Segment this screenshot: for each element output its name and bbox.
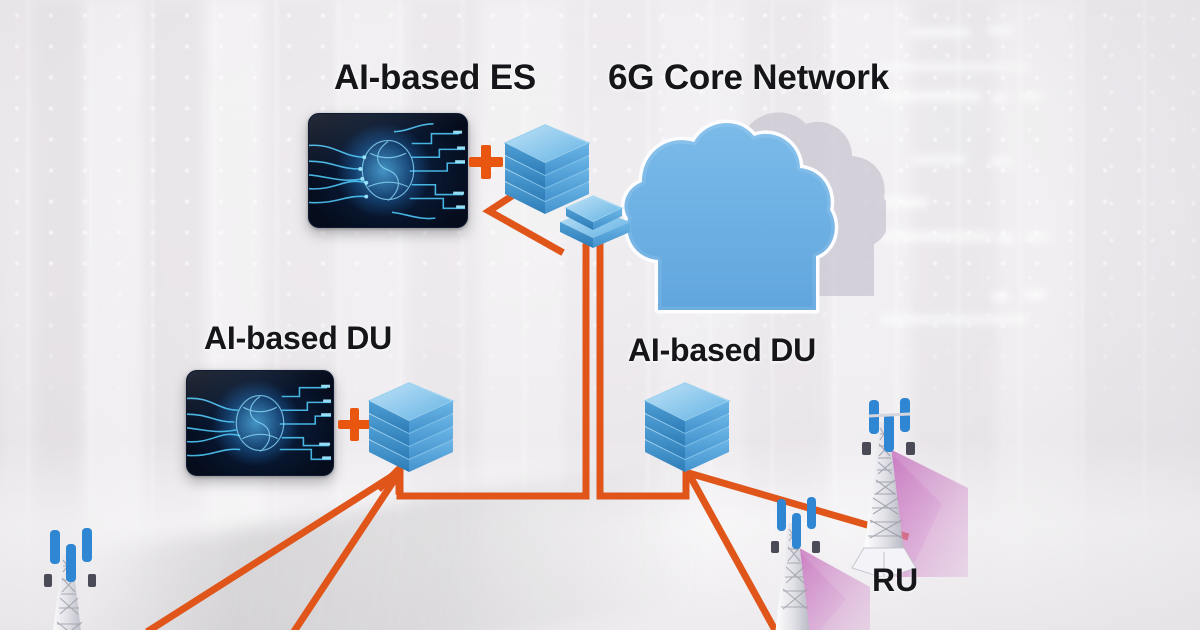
link-du-right-to-ru-mid xyxy=(685,471,779,630)
label-ai-based-du-right: AI-based DU xyxy=(628,332,817,368)
label-6g-core-network: 6G Core Network xyxy=(608,58,889,97)
plus-icon-es xyxy=(469,145,503,179)
cell-tower-ru-main xyxy=(851,398,968,577)
label-ai-based-es: AI-based ES xyxy=(334,58,537,97)
ai-chip-card-es xyxy=(308,113,468,228)
background-light-bars xyxy=(880,20,1080,323)
label-ai-based-du-left: AI-based DU xyxy=(204,320,393,356)
neural-circuit-traces xyxy=(187,384,332,461)
link-es-to-edge xyxy=(482,191,565,256)
cell-tower-ru-mid xyxy=(771,497,870,630)
antenna-array xyxy=(771,497,820,553)
server-node-edge xyxy=(560,195,630,248)
cell-tower-ru-left xyxy=(44,528,96,630)
server-layers xyxy=(503,124,591,214)
link-arrow-du-left xyxy=(376,460,403,495)
neural-circuit-traces xyxy=(309,123,466,220)
server-stack-du-right xyxy=(643,382,731,472)
link-edge-to-du-right xyxy=(596,243,690,500)
server-stack-es xyxy=(503,124,591,214)
plus-icon-du-left xyxy=(338,408,371,441)
cloud-6g-core-network xyxy=(621,112,886,314)
ru-label: RU xyxy=(872,562,919,598)
antenna-array xyxy=(862,398,915,455)
link-du-left-to-ru-2 xyxy=(290,468,404,630)
server-stack-du-left xyxy=(367,382,455,472)
tower-mast xyxy=(851,422,917,577)
ai-chip-card-du-left xyxy=(186,370,334,476)
link-du-left-to-ru-1 xyxy=(145,468,402,630)
antenna-array xyxy=(44,528,96,587)
